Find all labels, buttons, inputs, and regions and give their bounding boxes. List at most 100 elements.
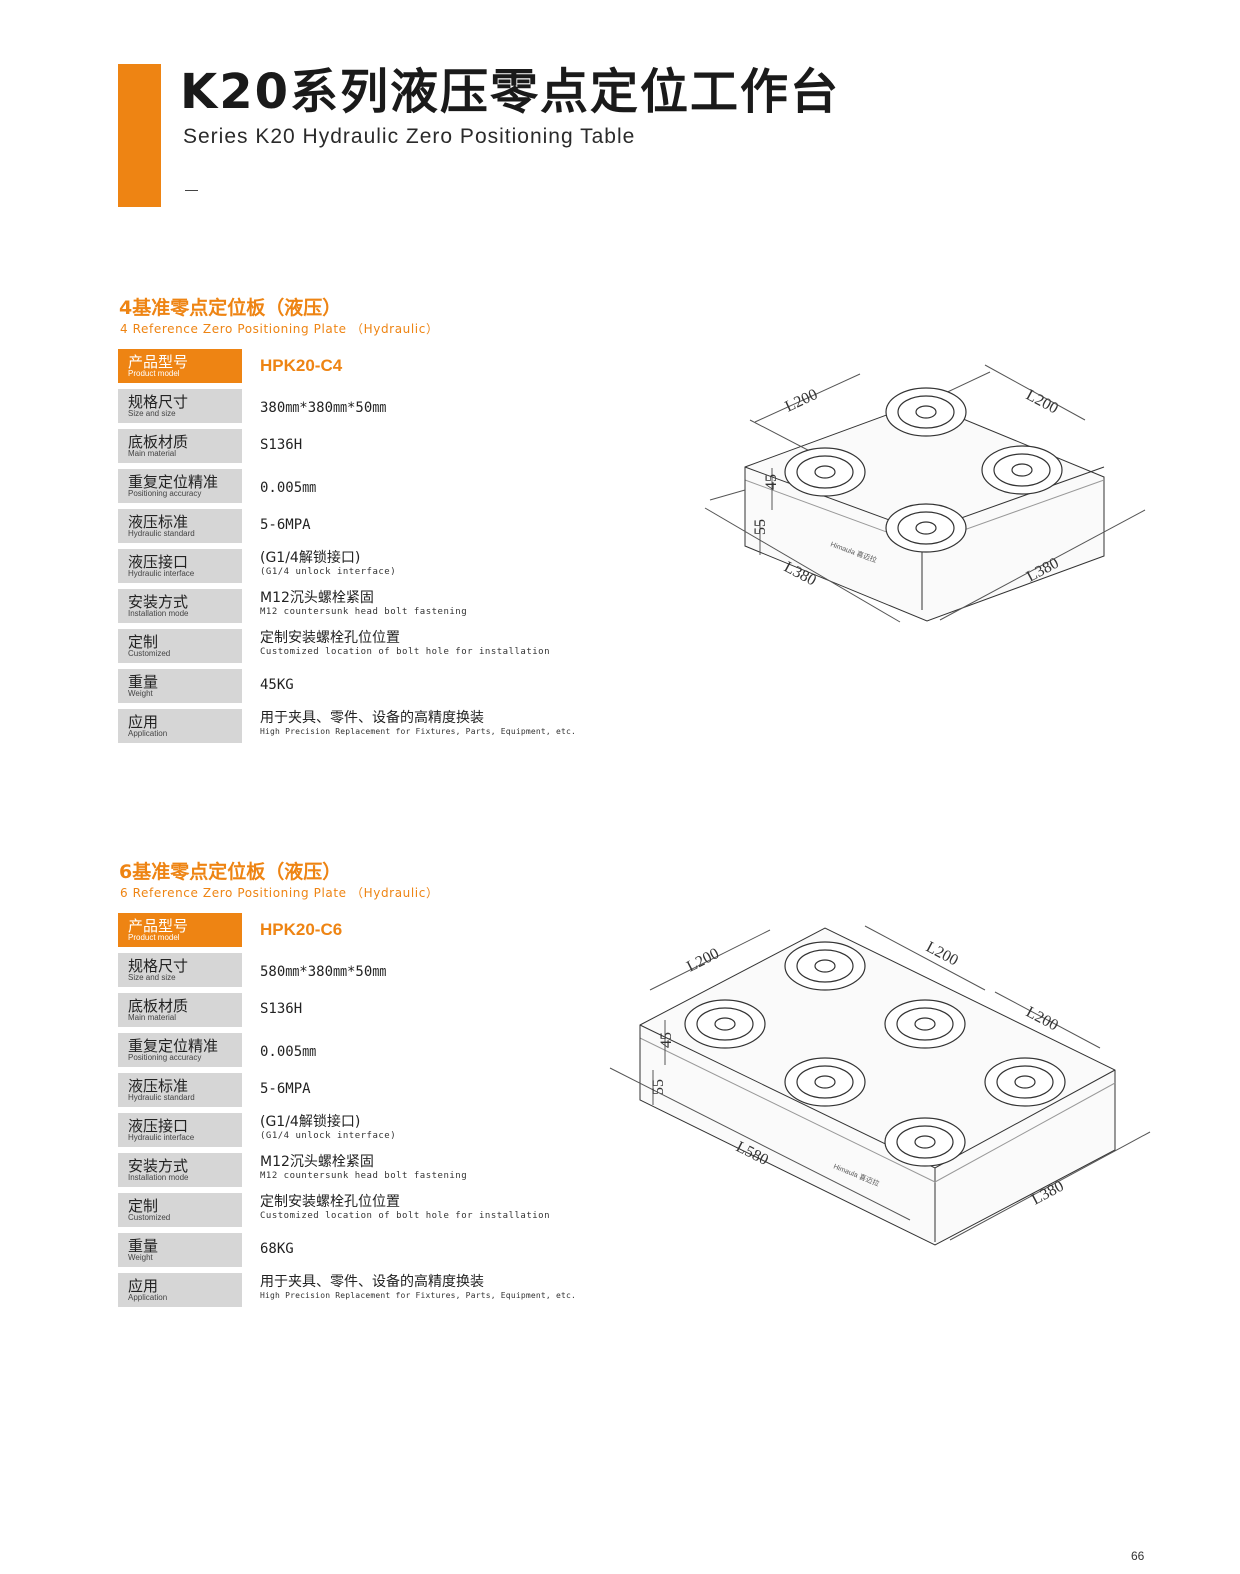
spec-value-en: (G1/4 unlock interface) [260, 1131, 397, 1141]
spec-value: 0.005㎜ [260, 1044, 317, 1060]
dimension-label: L200 [684, 945, 722, 975]
product-model-value: HPK20-C6 [260, 920, 343, 939]
dimension-label: 45 [658, 1032, 675, 1048]
spec-label-cn: 重量 [128, 673, 159, 691]
spec-label-en: Installation mode [128, 1173, 189, 1182]
section-title: 4基准零点定位板（液压） [119, 297, 342, 319]
dimension-label: 55 [752, 519, 769, 535]
spec-value: 0.005㎜ [260, 480, 317, 496]
spec-value-en: M12 countersunk head bolt fastening [260, 1171, 468, 1181]
spec-label-en: Application [128, 1293, 168, 1302]
spec-value-en: (G1/4 unlock interface) [260, 567, 397, 577]
spec-value-en: High Precision Replacement for Fixtures,… [260, 727, 577, 736]
page-number: 66 [1131, 1549, 1145, 1563]
product-model-value: HPK20-C4 [260, 356, 343, 375]
spec-value-en: M12 countersunk head bolt fastening [260, 607, 468, 617]
spec-value-cn: 用于夹具、零件、设备的高精度换装 [260, 710, 484, 726]
spec-label-cn: 定制 [128, 633, 159, 651]
section-subtitle: 6 Reference Zero Positioning Plate （Hydr… [120, 886, 439, 900]
spec-label-en: Product model [128, 369, 180, 378]
plate-drawing-4: L200 L200 L380 L380 45 55 Himaula 喜迈拉 [704, 364, 1146, 623]
spec-label-cn: 液压接口 [128, 553, 189, 571]
spec-label-en: Application [128, 729, 168, 738]
spec-label-en: Hydraulic standard [128, 1093, 195, 1102]
page-subtitle: Series K20 Hydraulic Zero Positioning Ta… [183, 125, 636, 148]
spec-label-en: Weight [128, 689, 153, 698]
spec-label-cn: 安装方式 [128, 1157, 189, 1175]
spec-label-cn: 液压标准 [128, 1077, 189, 1095]
header-accent-bar [118, 64, 161, 207]
spec-value: S136H [260, 437, 303, 453]
spec-label-cn: 重复定位精准 [128, 473, 219, 491]
spec-value-cn: (G1/4解锁接口) [260, 1114, 361, 1130]
spec-value: 5-6MPA [260, 517, 311, 533]
spec-value: 380㎜*380㎜*50㎜ [260, 400, 387, 416]
spec-value: 45KG [260, 677, 294, 693]
spec-value-cn: 定制安装螺栓孔位位置 [260, 1194, 400, 1210]
spec-label-en: Positioning accuracy [128, 1053, 202, 1062]
spec-value-cn: M12沉头螺栓紧固 [260, 590, 374, 606]
spec-label-en: Hydraulic interface [128, 1133, 195, 1142]
spec-label-en: Main material [128, 1013, 177, 1022]
dimension-label: 55 [650, 1079, 667, 1095]
spec-value-en: High Precision Replacement for Fixtures,… [260, 1291, 577, 1300]
spec-label-cn: 产品型号 [128, 917, 189, 935]
spec-label-cn: 液压接口 [128, 1117, 189, 1135]
spec-value-cn: (G1/4解锁接口) [260, 550, 361, 566]
spec-label-cn: 应用 [128, 713, 159, 731]
spec-value: S136H [260, 1001, 303, 1017]
dimension-label: L200 [1023, 387, 1061, 418]
spec-label-cn: 规格尺寸 [128, 957, 189, 975]
spec-label-cn: 重量 [128, 1237, 159, 1255]
spec-value: 68KG [260, 1241, 294, 1257]
dimension-label: L200 [923, 939, 961, 970]
spec-value-en: Customized location of bolt hole for ins… [260, 647, 551, 657]
section-title: 6基准零点定位板（液压） [119, 861, 342, 883]
plate-drawing-6: L200 L200 L200 L580 L380 45 55 Himaula 喜… [609, 925, 1151, 1246]
spec-label-en: Customized [128, 649, 171, 658]
spec-value: 5-6MPA [260, 1081, 311, 1097]
spec-label-en: Customized [128, 1213, 171, 1222]
spec-value-cn: 定制安装螺栓孔位位置 [260, 630, 400, 646]
spec-label-cn: 底板材质 [128, 997, 189, 1015]
spec-label-cn: 应用 [128, 1277, 159, 1295]
page-title: K20系列液压零点定位工作台 [180, 64, 840, 120]
spec-label-en: Weight [128, 1253, 153, 1262]
spec-label-cn: 液压标准 [128, 513, 189, 531]
spec-value: (G1/4解锁接口)(G1/4 unlock interface) [260, 549, 396, 577]
